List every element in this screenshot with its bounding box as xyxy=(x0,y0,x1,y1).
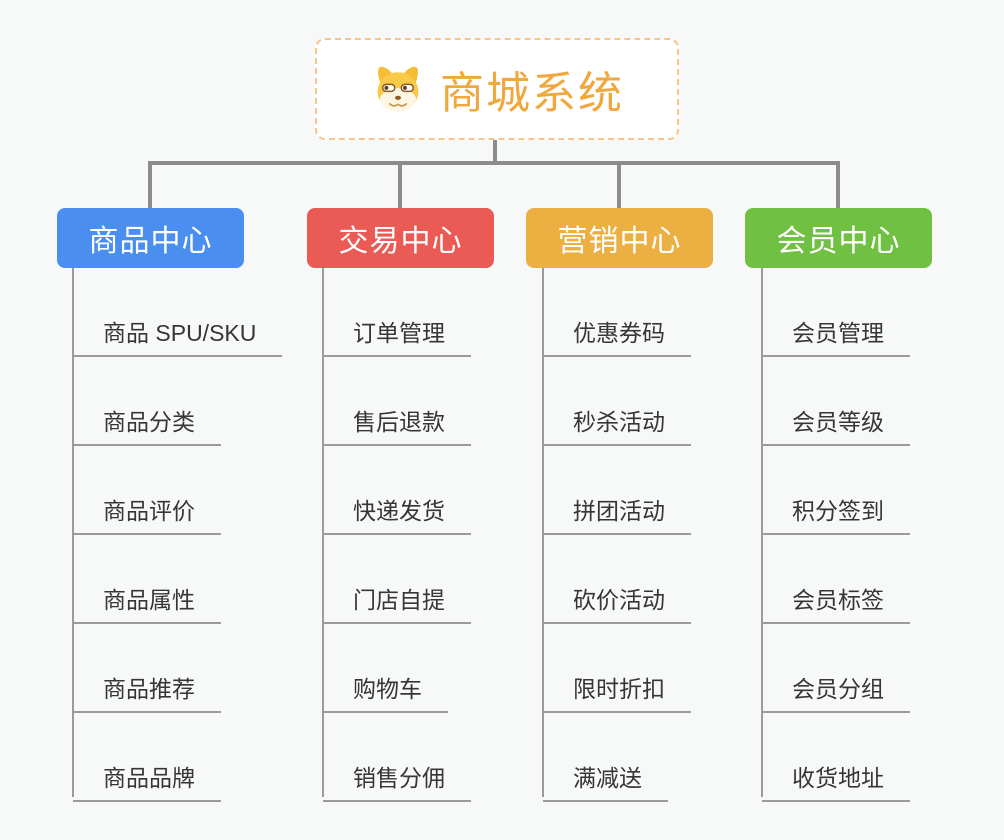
child-node-label: 收货地址 xyxy=(792,765,884,791)
child-node[interactable]: 快递发货 xyxy=(323,446,471,535)
child-node-label: 商品评价 xyxy=(103,498,195,524)
child-node[interactable]: 满减送 xyxy=(543,713,668,802)
children-rail xyxy=(322,268,324,797)
child-node-label: 会员等级 xyxy=(792,409,884,435)
branch-label: 交易中心 xyxy=(338,225,463,258)
branch-node-marketing[interactable]: 营销中心 xyxy=(526,208,713,268)
child-node[interactable]: 商品分类 xyxy=(73,357,221,446)
child-node-label: 商品推荐 xyxy=(103,676,195,702)
child-node[interactable]: 购物车 xyxy=(323,624,448,713)
child-node[interactable]: 秒杀活动 xyxy=(543,357,691,446)
child-node-label: 订单管理 xyxy=(353,320,445,346)
child-node[interactable]: 会员等级 xyxy=(762,357,910,446)
child-node-label: 销售分佣 xyxy=(353,765,445,791)
child-node-label: 会员分组 xyxy=(792,676,884,702)
children-column-marketing: 优惠券码 秒杀活动 拼团活动 砍价活动 限时折扣 满减送 xyxy=(542,268,691,802)
child-node-label: 售后退款 xyxy=(353,409,445,435)
children-column-members: 会员管理 会员等级 积分签到 会员标签 会员分组 收货地址 xyxy=(761,268,910,802)
child-node[interactable]: 砍价活动 xyxy=(543,535,691,624)
child-node-label: 拼团活动 xyxy=(573,498,665,524)
child-node-label: 积分签到 xyxy=(792,498,884,524)
child-node-label: 限时折扣 xyxy=(573,676,665,702)
child-node[interactable]: 门店自提 xyxy=(323,535,471,624)
child-node-label: 会员管理 xyxy=(792,320,884,346)
branch-node-trade[interactable]: 交易中心 xyxy=(307,208,494,268)
children-rail xyxy=(542,268,544,797)
child-node-label: 商品 SPU/SKU xyxy=(103,320,257,346)
child-node[interactable]: 积分签到 xyxy=(762,446,910,535)
child-node[interactable]: 优惠券码 xyxy=(543,268,691,357)
child-node-label: 秒杀活动 xyxy=(573,409,665,435)
child-node[interactable]: 商品 SPU/SKU xyxy=(73,268,283,357)
branch-label: 营销中心 xyxy=(557,225,682,258)
child-node-label: 会员标签 xyxy=(792,587,884,613)
children-column-trade: 订单管理 售后退款 快递发货 门店自提 购物车 销售分佣 xyxy=(322,268,471,802)
child-node[interactable]: 售后退款 xyxy=(323,357,471,446)
child-node-label: 购物车 xyxy=(353,676,422,702)
child-node[interactable]: 拼团活动 xyxy=(543,446,691,535)
connector-drop-4 xyxy=(836,161,840,208)
branch-label: 会员中心 xyxy=(776,225,901,258)
connector-drop-3 xyxy=(617,161,621,208)
branch-node-products[interactable]: 商品中心 xyxy=(57,208,244,268)
doge-icon xyxy=(377,66,419,112)
children-column-products: 商品 SPU/SKU 商品分类 商品评价 商品属性 商品推荐 商品品牌 xyxy=(72,268,283,802)
child-node-label: 商品分类 xyxy=(103,409,195,435)
child-node[interactable]: 会员分组 xyxy=(762,624,910,713)
connector-drop-1 xyxy=(148,161,152,208)
child-node-label: 满减送 xyxy=(573,765,642,791)
child-node[interactable]: 销售分佣 xyxy=(323,713,471,802)
child-node[interactable]: 商品推荐 xyxy=(73,624,221,713)
branch-node-members[interactable]: 会员中心 xyxy=(745,208,932,268)
child-node-label: 快递发货 xyxy=(353,498,445,524)
child-node-label: 门店自提 xyxy=(353,587,445,613)
child-node[interactable]: 商品评价 xyxy=(73,446,221,535)
child-node[interactable]: 限时折扣 xyxy=(543,624,691,713)
child-node[interactable]: 商品属性 xyxy=(73,535,221,624)
connector-drop-2 xyxy=(398,161,402,208)
connector-root-drop xyxy=(493,140,497,165)
connector-bus xyxy=(148,161,840,165)
root-title: 商城系统 xyxy=(440,69,624,118)
child-node[interactable]: 收货地址 xyxy=(762,713,910,802)
child-node-label: 商品品牌 xyxy=(103,765,195,791)
child-node[interactable]: 订单管理 xyxy=(323,268,471,357)
root-node[interactable]: 商城系统 xyxy=(315,38,679,140)
child-node-label: 砍价活动 xyxy=(573,587,665,613)
child-node-label: 商品属性 xyxy=(103,587,195,613)
child-node[interactable]: 会员标签 xyxy=(762,535,910,624)
children-rail xyxy=(72,268,74,797)
children-rail xyxy=(761,268,763,797)
child-node[interactable]: 商品品牌 xyxy=(73,713,221,802)
child-node[interactable]: 会员管理 xyxy=(762,268,910,357)
branch-label: 商品中心 xyxy=(88,225,213,258)
child-node-label: 优惠券码 xyxy=(573,320,665,346)
